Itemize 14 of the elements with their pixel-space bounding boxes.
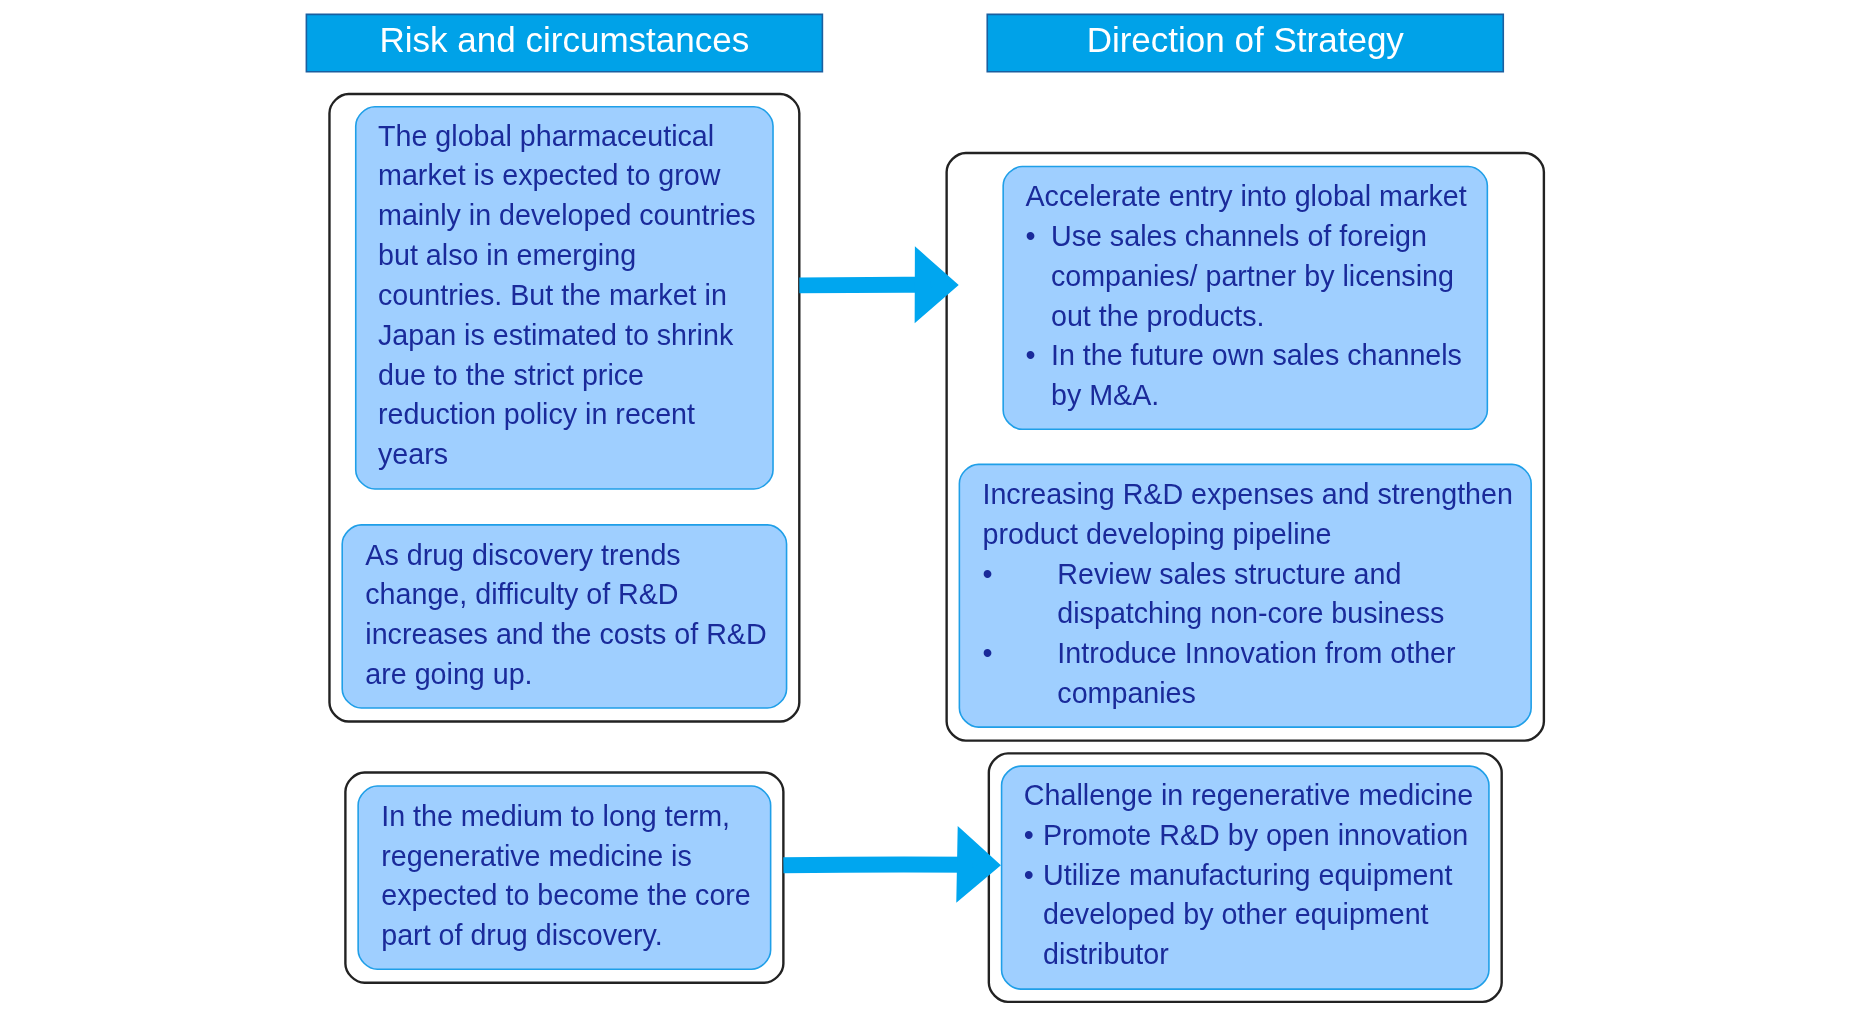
cluster	[944, 151, 1545, 742]
node-box: Risk and circumstances	[305, 13, 823, 73]
cluster	[343, 771, 785, 984]
node-box: Accelerate entry into global market • Use sales channels of foreign companies/ partner by licensing out the products. • In the future own sales channels by M&A.	[1001, 165, 1488, 431]
cluster	[987, 752, 1503, 1004]
node-box: Direction of Strategy	[985, 13, 1504, 73]
node-box: In the medium to long term, regenerative medicine is expected to become the core part of drug discovery.	[356, 785, 771, 970]
arrow	[782, 825, 1001, 903]
node-box: As drug discovery trends change, difficulty of R&D increases and the costs of R&D are going up.	[340, 524, 787, 709]
cluster	[327, 92, 800, 723]
arrow	[798, 246, 959, 324]
node-box: The global pharmaceutical market is expected to grow mainly in developed countries but also in emerging countries. But the market in Japan is estimated to shrink due to the strict price reduction policy in recent years	[354, 105, 774, 490]
node-box: Increasing R&D expenses and strengthen product developing pipeline • Review sales structure and dispatching non-core business • Introduce Innovation from other companies	[958, 463, 1532, 728]
node-box: Challenge in regenerative medicine • Promote R&D by open innovation • Utilize manufacturing equipment developed by other equipment distributor	[1000, 765, 1490, 990]
